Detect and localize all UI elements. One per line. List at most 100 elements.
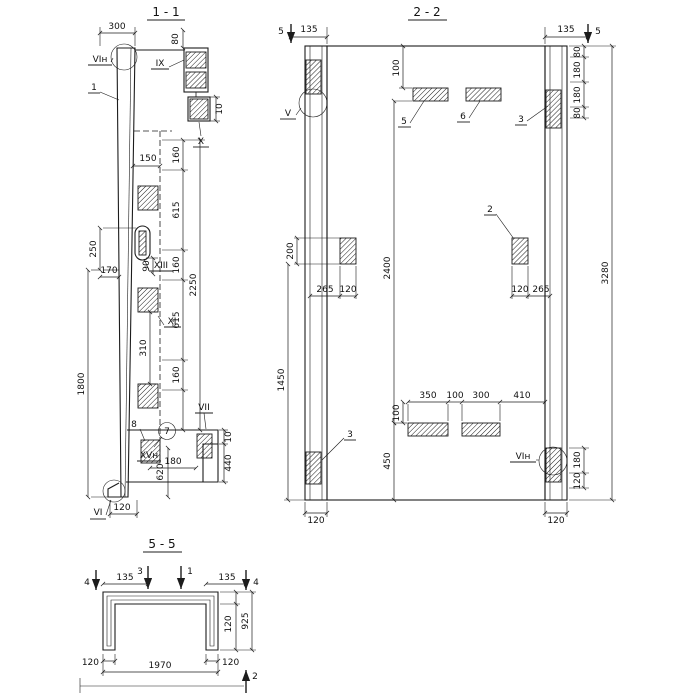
s22-dim-2400: 2400 xyxy=(383,256,393,279)
s55-title: 5 - 5 xyxy=(148,537,175,551)
s11-leaders xyxy=(88,57,213,520)
s22-dim-200: 200 xyxy=(286,242,296,259)
s55-dim-120-bottom-right: 120 xyxy=(222,658,239,668)
s11-marker-vii: VII xyxy=(198,403,209,413)
embed-plate-hatch xyxy=(511,237,529,265)
s22-marker-v: V xyxy=(285,109,292,119)
embed-plate-hatch xyxy=(545,89,562,129)
s11-dim-10-bottom: 10 xyxy=(224,431,234,443)
s11-dim-615b: 615 xyxy=(172,311,182,328)
embed-plate-hatch xyxy=(137,383,159,409)
s22-dim-120-right: 120 xyxy=(511,285,528,295)
s55-cut-4-right-label: 4 xyxy=(253,578,259,588)
s22-dim-120-bottom-right: 120 xyxy=(547,516,564,526)
s11-dim-180: 180 xyxy=(164,457,181,467)
s11-dim-300: 300 xyxy=(108,22,125,32)
slot-hole xyxy=(134,225,151,261)
s22-dim-120-bottom-left: 120 xyxy=(307,516,324,526)
s22-part-6: 6 xyxy=(460,112,466,122)
s22-title: 2 - 2 xyxy=(413,5,440,19)
s55-dimensions xyxy=(100,581,256,676)
s11-part-8: 8 xyxy=(131,420,137,430)
s55-dim-135-right: 135 xyxy=(218,573,235,583)
s11-dim-160a: 160 xyxy=(172,146,182,163)
embed-plate-hatch xyxy=(461,422,501,437)
s55-dim-135-left: 135 xyxy=(116,573,133,583)
s11-title: 1 - 1 xyxy=(152,5,179,19)
s11-dim-1800: 1800 xyxy=(77,372,87,395)
embed-plate-hatch xyxy=(138,230,147,256)
s22-dim-135-right: 135 xyxy=(557,25,574,35)
s55-cut-2-label: 2 xyxy=(252,672,258,682)
s11-part-1: 1 xyxy=(91,83,97,93)
s11-dim-620: 620 xyxy=(156,463,166,480)
section-1-1: 1 - 1 xyxy=(77,5,234,520)
s22-dim-300: 300 xyxy=(472,391,489,401)
s22-part-3-top: 3 xyxy=(518,115,524,125)
s55-dim-120-bottom-left: 120 xyxy=(82,658,99,668)
s22-dimensions xyxy=(284,27,616,517)
left-rib-outline xyxy=(304,45,328,501)
s22-dim-410: 410 xyxy=(513,391,530,401)
s22-cut-5-left-label: 5 xyxy=(278,27,284,37)
right-rib-outline xyxy=(544,45,568,501)
embed-plate-hatch xyxy=(189,98,209,120)
s11-dim-120: 120 xyxy=(113,503,130,513)
detail-circle-v xyxy=(298,88,328,118)
s11-marker-xvn: XVн xyxy=(140,451,158,461)
column-outline xyxy=(116,47,136,498)
embed-plate-hatch xyxy=(185,51,207,69)
s11-dim-90: 90 xyxy=(142,260,152,272)
s22-part-2: 2 xyxy=(487,205,493,215)
s11-dim-150: 150 xyxy=(139,154,156,164)
detail-circle-vin xyxy=(538,446,568,476)
embed-plate-hatch xyxy=(196,433,213,459)
s22-dim-135-left: 135 xyxy=(300,25,317,35)
detail-circle-vi xyxy=(102,479,126,503)
s11-dim-615a: 615 xyxy=(172,201,182,218)
s11-marker-vi: VI xyxy=(94,508,103,518)
s22-dim-180b: 180 xyxy=(573,86,583,103)
s11-dimensions xyxy=(85,27,228,518)
embed-plate-hatch xyxy=(137,287,159,313)
s22-leaders xyxy=(280,100,549,463)
s11-dim-80: 80 xyxy=(171,33,181,45)
s22-dim-1450: 1450 xyxy=(277,368,287,391)
s11-part-7: 7 xyxy=(164,427,170,437)
s22-dim-265-right: 265 xyxy=(532,285,549,295)
s55-geometry xyxy=(79,566,251,693)
s11-dim-250: 250 xyxy=(89,240,99,257)
embed-plate-hatch xyxy=(412,87,449,102)
s11-marker-xiii: XIII xyxy=(154,261,168,271)
s22-marker-vin: VIн xyxy=(516,452,531,462)
embed-plate-hatch xyxy=(339,237,357,265)
s22-part-3-bottom: 3 xyxy=(347,430,353,440)
s11-dim-160c: 160 xyxy=(172,366,182,383)
embed-plate-hatch xyxy=(305,451,322,485)
s55-cut-3-label: 3 xyxy=(137,567,143,577)
s22-part-5: 5 xyxy=(401,117,407,127)
s55-texts: 4 135 3 1 135 4 120 925 120 1970 120 2 xyxy=(82,567,259,682)
s11-marker-ix: IX xyxy=(156,59,165,69)
s22-geometry xyxy=(286,24,593,501)
s11-dim-2250: 2250 xyxy=(189,273,199,296)
detail-circle-vin xyxy=(110,43,138,71)
s22-cut-5-right-label: 5 xyxy=(595,27,601,37)
s22-dim-450: 450 xyxy=(383,452,393,469)
s11-marker-x: X xyxy=(198,137,204,147)
s22-dim-80a: 80 xyxy=(573,46,583,58)
embed-plate-hatch xyxy=(185,71,207,89)
s11-texts: VIн 300 80 IX 1 10 X 150 160 615 160 615… xyxy=(77,22,234,518)
embed-plate-hatch xyxy=(407,422,449,437)
section-2-2: 2 - 2 xyxy=(277,5,616,526)
embed-plate-hatch xyxy=(465,87,502,102)
s22-dim-180a: 180 xyxy=(573,61,583,78)
s22-dim-265-left: 265 xyxy=(316,285,333,295)
s22-texts: 5 5 135 135 80 180 180 80 3280 100 5 6 3… xyxy=(277,25,611,526)
embed-x-outline xyxy=(187,96,211,122)
s11-marker-vin: VIн xyxy=(93,55,108,65)
part-7-circle xyxy=(158,422,176,440)
section-5-5: 5 - 5 xyxy=(79,537,259,693)
